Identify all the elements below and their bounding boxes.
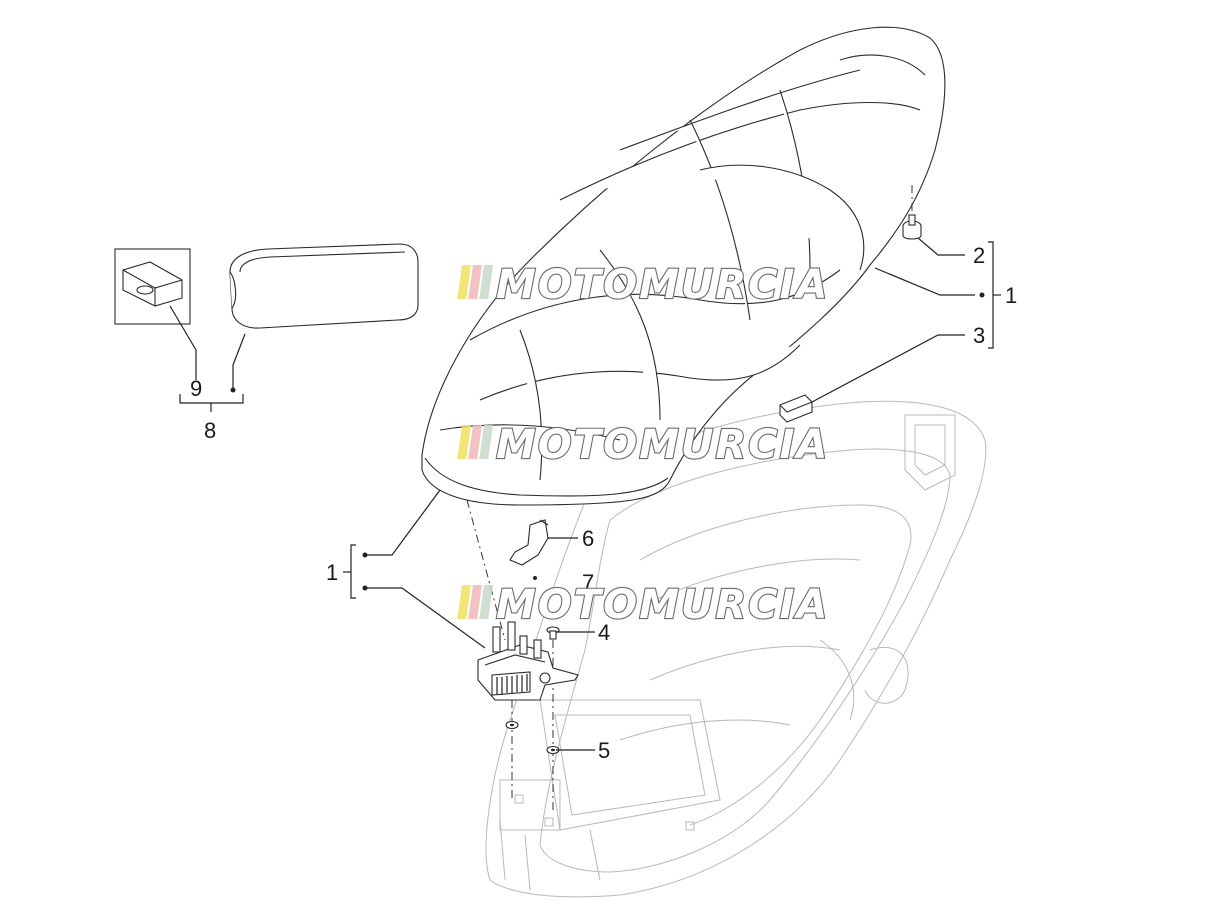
hook bbox=[509, 519, 549, 580]
callout-3: 3 bbox=[973, 323, 985, 348]
rubber-buffer bbox=[902, 185, 922, 240]
cover bbox=[229, 243, 419, 329]
seat-bracket bbox=[779, 394, 813, 423]
screw bbox=[546, 626, 560, 640]
clip bbox=[114, 248, 191, 325]
washer bbox=[505, 720, 560, 755]
svg-text:MOTOMURCIA: MOTOMURCIA bbox=[496, 582, 829, 628]
leader-lines bbox=[169, 237, 985, 751]
callout-4: 4 bbox=[598, 620, 610, 645]
helmet-compartment bbox=[485, 400, 987, 898]
seat bbox=[421, 26, 946, 506]
callout-5: 5 bbox=[598, 738, 610, 763]
callout-1-left: 1 bbox=[326, 560, 338, 585]
callout-7: 7 bbox=[582, 570, 594, 595]
callout-6: 6 bbox=[582, 526, 594, 551]
brackets bbox=[179, 241, 1001, 599]
axis-line-left bbox=[466, 499, 506, 641]
callout-1-right: 1 bbox=[1005, 283, 1017, 308]
watermark-1: MOTOMURCIA bbox=[457, 261, 829, 309]
svg-text:MOTOMURCIA: MOTOMURCIA bbox=[496, 422, 829, 468]
watermark-3: MOTOMURCIA bbox=[457, 581, 829, 629]
callout-8: 8 bbox=[204, 418, 216, 443]
svg-text:MOTOMURCIA: MOTOMURCIA bbox=[496, 262, 829, 308]
callout-9: 9 bbox=[190, 376, 202, 401]
seat-lock bbox=[477, 621, 579, 701]
callout-2: 2 bbox=[973, 243, 985, 268]
watermark-2: MOTOMURCIA bbox=[457, 421, 829, 469]
